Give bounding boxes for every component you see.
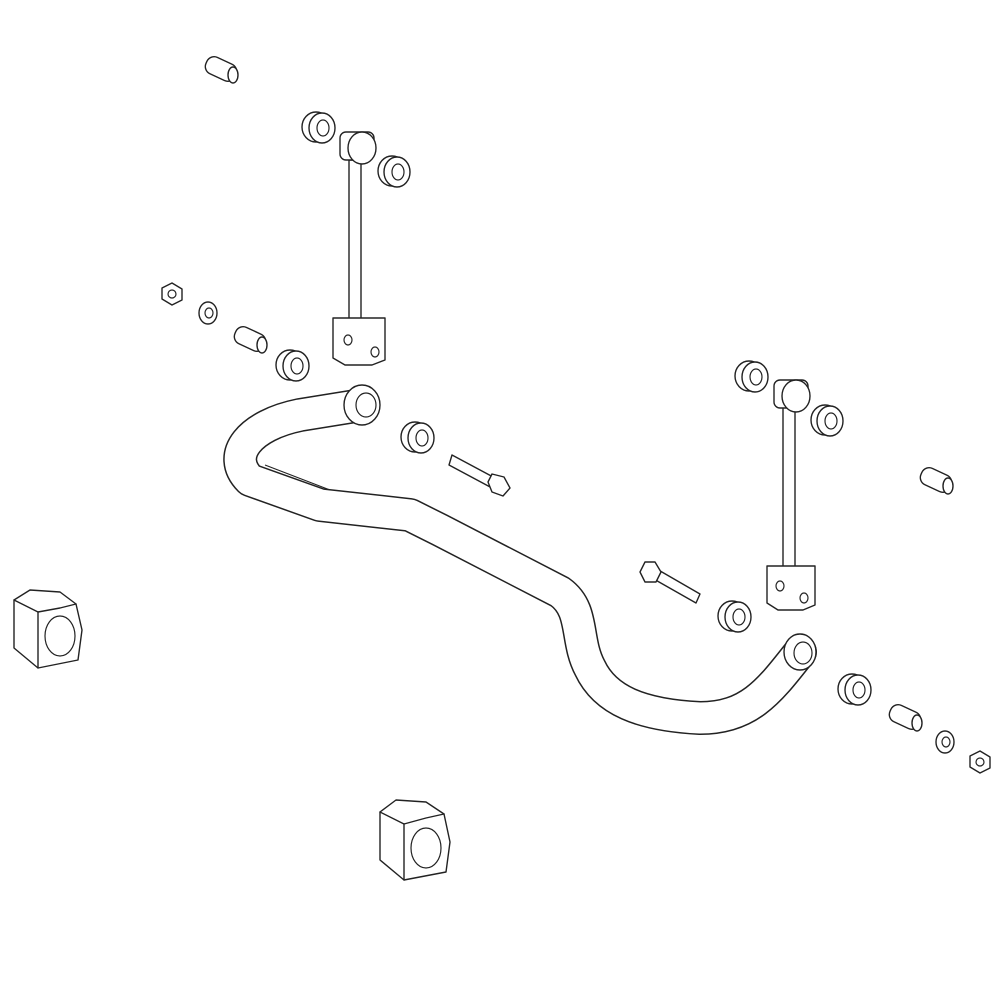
bushing bbox=[400, 421, 435, 454]
end-link-left bbox=[332, 131, 386, 366]
bar-eye-left bbox=[343, 384, 381, 426]
sleeve bbox=[888, 704, 923, 732]
nut bbox=[161, 282, 183, 306]
bushing bbox=[717, 600, 752, 633]
sway-bar bbox=[223, 384, 817, 735]
sleeve bbox=[233, 326, 268, 354]
nut bbox=[969, 750, 991, 774]
bushing bbox=[301, 111, 336, 144]
bolt bbox=[448, 454, 511, 497]
bushing bbox=[377, 155, 411, 188]
bolt bbox=[639, 561, 701, 604]
bushing bbox=[810, 404, 844, 437]
bushing bbox=[734, 360, 769, 393]
bushing bbox=[275, 349, 310, 382]
sleeve bbox=[919, 467, 954, 495]
washer bbox=[198, 301, 218, 325]
end-link-right bbox=[766, 379, 816, 611]
mount-bushing bbox=[379, 799, 451, 881]
washer bbox=[935, 730, 955, 754]
sleeve bbox=[204, 56, 239, 84]
mount-bushing bbox=[13, 589, 83, 669]
bushing bbox=[837, 673, 872, 706]
bar-eye-right bbox=[783, 633, 817, 671]
